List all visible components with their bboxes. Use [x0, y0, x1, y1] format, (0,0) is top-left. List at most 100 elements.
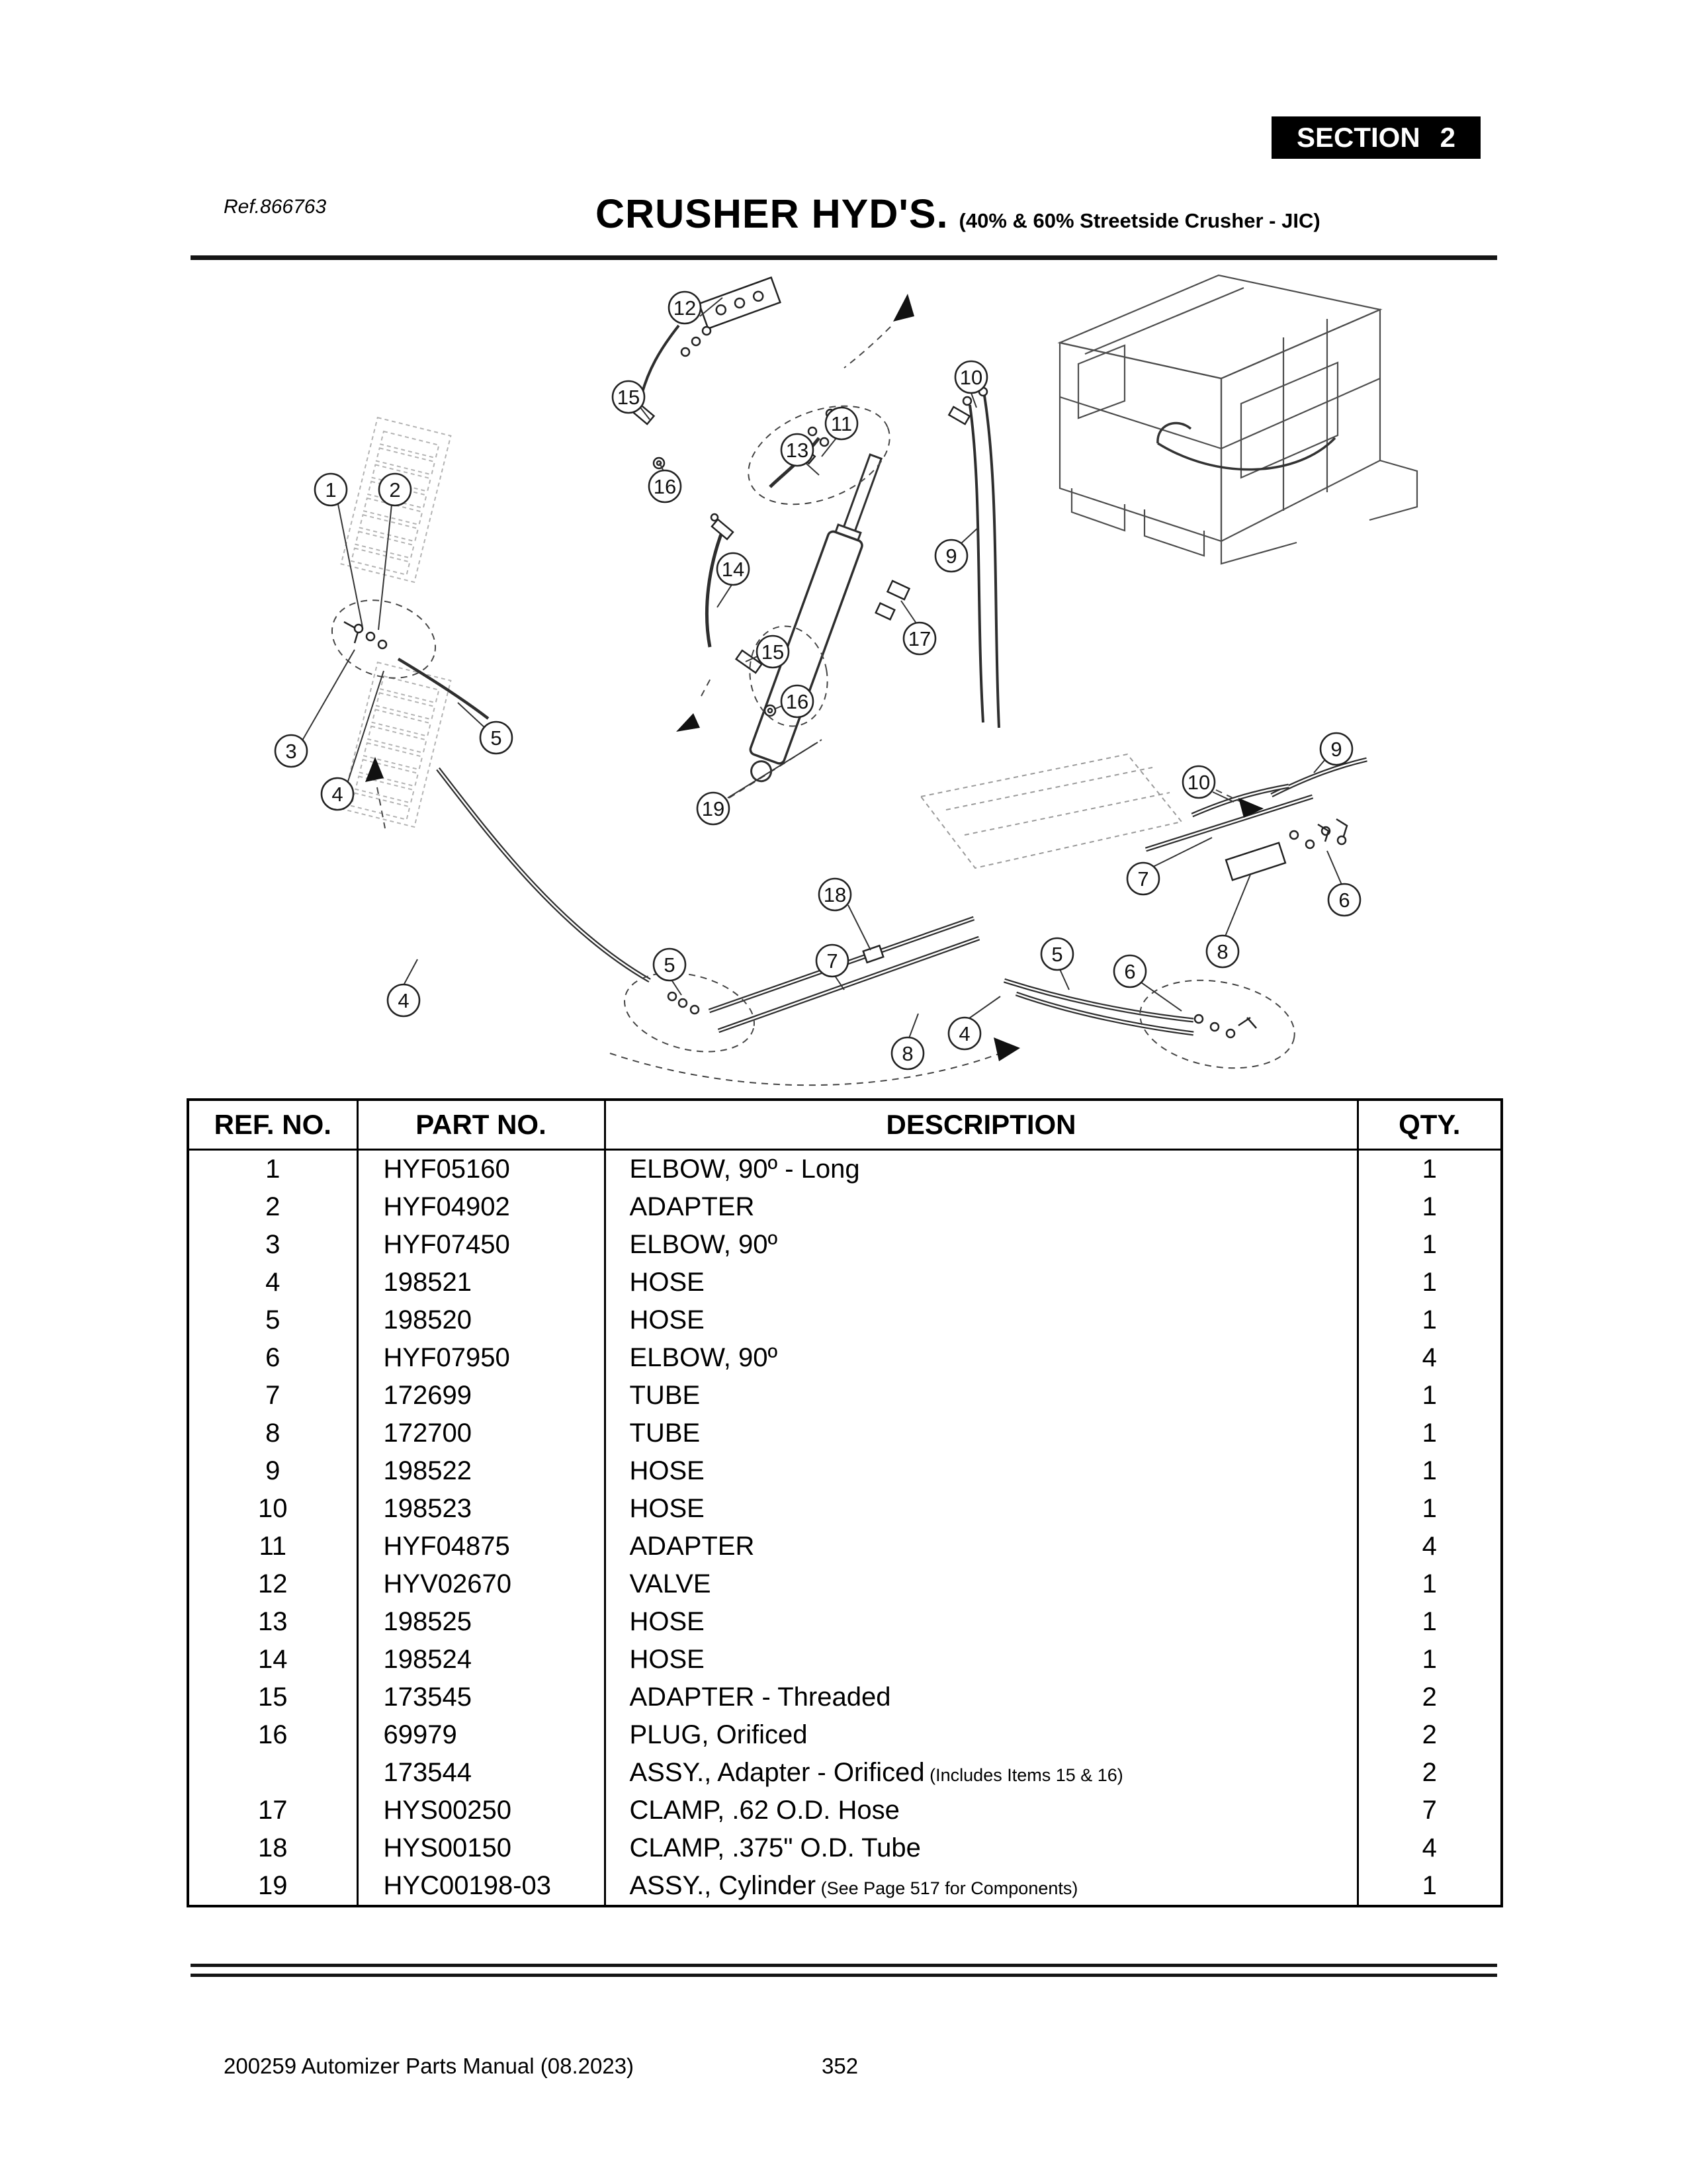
cell-ref-no: 15	[258, 1682, 288, 1712]
cell-part-no: 198524	[356, 1641, 605, 1679]
callout-5: 5	[1040, 937, 1074, 971]
callout-9: 9	[1319, 732, 1354, 766]
cell-qty: 1	[1356, 1490, 1502, 1528]
cell-description: HOSE	[603, 1301, 1358, 1339]
cell-part-no: 198521	[356, 1264, 605, 1301]
callout-circle	[890, 1036, 925, 1070]
cell-part-no: 198520	[356, 1301, 605, 1339]
platform-outline	[920, 753, 1183, 869]
cell-ref-no: 19	[258, 1871, 288, 1900]
clamp-62	[886, 580, 911, 601]
cylinder	[749, 453, 883, 783]
description-text: ELBOW, 90º	[629, 1343, 778, 1372]
description-text: HOSE	[629, 1456, 705, 1485]
callout-14: 14	[716, 552, 750, 586]
cell-part-no: HYV02670	[356, 1565, 605, 1603]
callout-10: 10	[954, 360, 988, 394]
callout-8: 8	[1205, 934, 1240, 969]
callout-6: 6	[1327, 883, 1362, 917]
callout-leader-line	[1212, 791, 1234, 803]
manifold-lower-left	[340, 661, 452, 828]
callout-leader-line	[378, 504, 392, 631]
callout-5: 5	[652, 947, 687, 982]
callout-leader-line	[1225, 874, 1251, 937]
callout-circle	[947, 1016, 982, 1051]
description-text: HOSE	[629, 1305, 705, 1334]
cell-description: HOSE	[603, 1641, 1358, 1679]
cell-description: HOSE	[603, 1452, 1358, 1490]
cell-ref-no: 17	[258, 1796, 288, 1825]
callout-number: 10	[1188, 771, 1210, 794]
callout-10: 10	[1182, 765, 1216, 799]
footer-manual-title: 200259 Automizer Parts Manual (08.2023)	[224, 2054, 634, 2078]
cell-ref-no: 12	[258, 1569, 288, 1598]
callout-circle	[320, 777, 355, 811]
cell-ref-no: 10	[258, 1494, 288, 1523]
cell-description: VALVE	[603, 1565, 1358, 1603]
cell-description: ADAPTER - Threaded	[603, 1679, 1358, 1716]
col-header-description: DESCRIPTION	[603, 1100, 1358, 1151]
callout-7: 7	[1126, 861, 1160, 896]
callout-number: 17	[908, 627, 931, 650]
cell-description: HOSE	[603, 1490, 1358, 1528]
footer-rule	[191, 1964, 1497, 1977]
callout-leader-line	[727, 742, 818, 799]
callout-11: 11	[824, 406, 859, 441]
cell-ref-no: 18	[258, 1833, 288, 1862]
cell-ref-no: 9	[265, 1456, 281, 1485]
cell-part-no: 198525	[356, 1603, 605, 1641]
callout-number: 16	[786, 690, 808, 713]
callout-circle	[668, 290, 702, 325]
callout-leader-line	[716, 584, 732, 608]
callout-leader-line	[1313, 759, 1326, 773]
callout-number: 14	[722, 558, 744, 581]
description-text: ASSY., Adapter - Orificed	[629, 1758, 925, 1787]
callout-leader-line	[960, 527, 978, 545]
callout-circle	[648, 469, 682, 503]
callout-4: 4	[947, 1016, 982, 1051]
callout-leader-line	[969, 996, 1001, 1019]
page-title: CRUSHER HYD'S.	[595, 191, 949, 236]
cell-part-no: 172699	[356, 1377, 605, 1415]
description-text: HOSE	[629, 1268, 705, 1297]
cell-description: ADAPTER	[603, 1528, 1358, 1565]
cell-ref-no: 14	[258, 1645, 288, 1674]
direction-arrows	[365, 294, 1264, 1061]
callout-circle	[824, 406, 859, 441]
cell-description: ELBOW, 90º	[603, 1226, 1358, 1264]
description-text: ELBOW, 90º - Long	[629, 1155, 860, 1184]
page-title-row: CRUSHER HYD'S. (40% & 60% Streetside Cru…	[595, 191, 1320, 237]
callout-number: 6	[1338, 889, 1350, 912]
callout-circle	[954, 360, 988, 394]
callout-circle	[1327, 883, 1362, 917]
callout-4: 4	[386, 983, 421, 1018]
description-text: ASSY., Cylinder	[629, 1871, 816, 1900]
callout-number: 19	[702, 797, 724, 820]
cell-description: TUBE	[603, 1377, 1358, 1415]
cell-ref-no: 8	[265, 1419, 281, 1448]
callout-leader-line	[337, 503, 363, 628]
callout-15: 15	[756, 634, 790, 669]
callout-13: 13	[780, 433, 814, 467]
callout-circle	[652, 947, 687, 982]
cell-part-no: 173544	[356, 1754, 605, 1792]
cell-qty: 1	[1356, 1149, 1502, 1188]
section-label: SECTION	[1296, 122, 1420, 153]
callout-circle	[1182, 765, 1216, 799]
description-text: ADAPTER - Threaded	[629, 1682, 891, 1712]
cell-part-no: HYC00198-03	[356, 1867, 605, 1906]
cell-qty: 1	[1356, 1188, 1502, 1226]
cell-part-no: HYF05160	[356, 1149, 605, 1188]
valve-body	[698, 276, 781, 330]
callout-leader-line	[699, 297, 723, 317]
callout-19: 19	[696, 791, 730, 826]
cell-qty: 4	[1356, 1829, 1502, 1867]
